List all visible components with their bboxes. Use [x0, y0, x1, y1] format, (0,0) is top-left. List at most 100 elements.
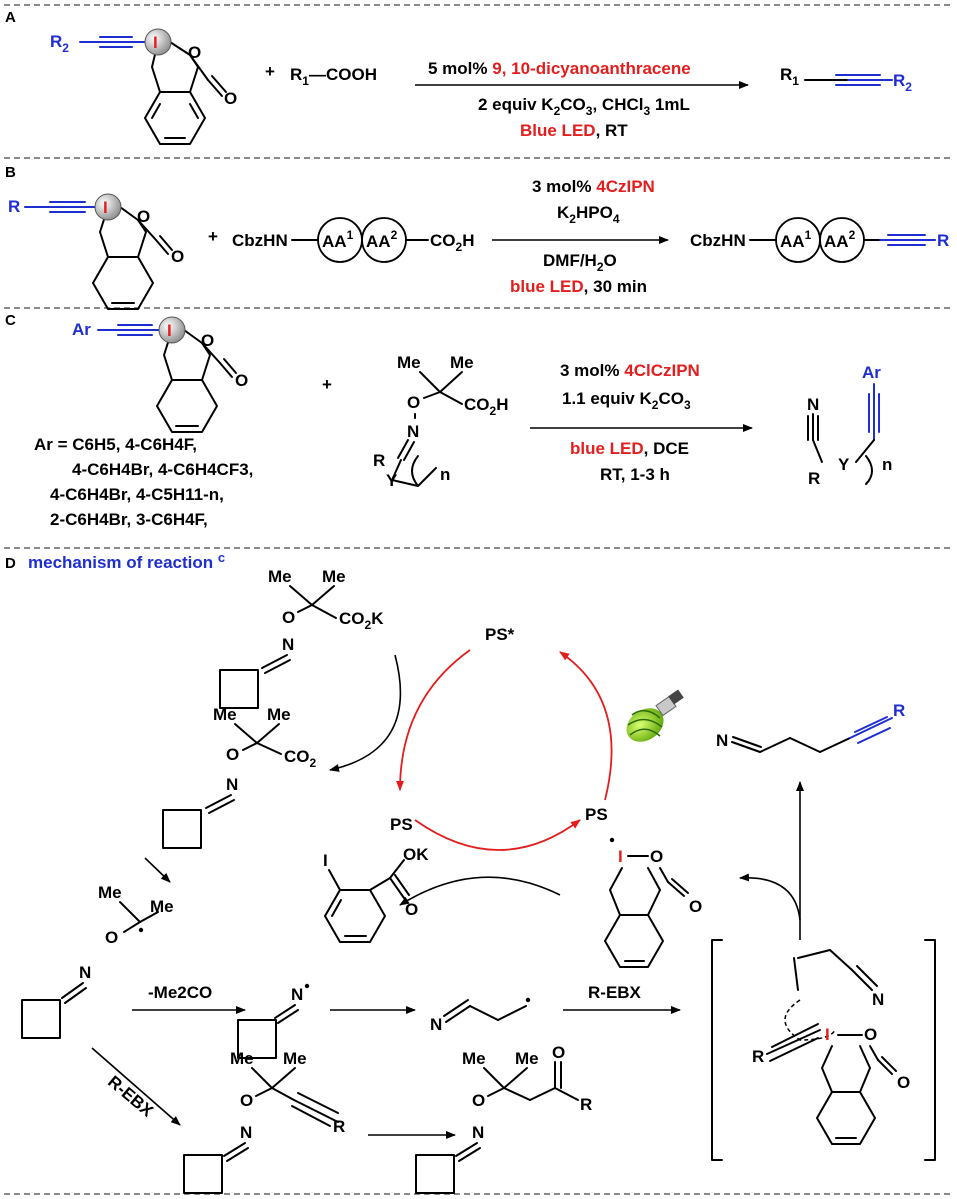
- svg-text:Ar: Ar: [862, 363, 881, 382]
- svg-text:DMF/H2O: DMF/H2O: [543, 251, 617, 274]
- panel-c-ebx-reagent: Ar I O O: [72, 316, 248, 433]
- svg-text:RT, 1-3 h: RT, 1-3 h: [600, 465, 670, 484]
- svg-text:O: O: [188, 43, 201, 62]
- svg-text:N: N: [240, 1123, 252, 1142]
- ps-reduced: PS: [390, 815, 413, 834]
- svg-text:Me: Me: [515, 1049, 539, 1068]
- panel-a-acid: R1—COOH: [290, 65, 377, 88]
- panel-c-conditions: 3 mol% 4ClCzIPN 1.1 equiv K2CO3 blue LED…: [530, 361, 753, 484]
- svg-text:N: N: [872, 990, 884, 1009]
- svg-text:Me: Me: [267, 705, 291, 724]
- svg-text:CO2: CO2: [284, 747, 317, 770]
- mech-iodanyl-radical: I O O: [604, 837, 702, 968]
- panel-label-b: B: [5, 164, 16, 181]
- panel-label-a: A: [5, 9, 16, 26]
- svg-text:N: N: [79, 963, 91, 982]
- svg-text:R: R: [8, 197, 20, 216]
- svg-text:R2: R2: [893, 71, 912, 94]
- svg-text:4-C6H4Br, 4-C5H11-n,: 4-C6H4Br, 4-C5H11-n,: [50, 485, 224, 504]
- svg-text:Ar = C6H5, 4-C6H4F,: Ar = C6H5, 4-C6H4F,: [34, 435, 197, 454]
- panel-a-product-alkyne: R1 R2: [780, 65, 912, 94]
- svg-text:N: N: [407, 422, 419, 441]
- svg-text:AA1: AA1: [780, 228, 812, 251]
- svg-text:5 mol% 9, 10-dicyanoanthracene: 5 mol% 9, 10-dicyanoanthracene: [428, 59, 691, 78]
- mech-iminyl-radical: N: [237, 983, 310, 1059]
- svg-text:N: N: [716, 731, 728, 750]
- mechanism-title: mechanism of reaction c: [28, 550, 225, 572]
- svg-text:Me: Me: [98, 883, 122, 902]
- svg-text:OK: OK: [403, 845, 429, 864]
- svg-text:O: O: [864, 1025, 877, 1044]
- mech-cyanoalkyl-radical: N: [430, 997, 531, 1034]
- svg-text:Me: Me: [450, 353, 474, 372]
- svg-text:CO2K: CO2K: [339, 609, 384, 632]
- svg-text:N: N: [807, 395, 819, 414]
- panel-b-ebx-reagent: R I O O: [8, 193, 184, 310]
- svg-text:blue LED, 30 min: blue LED, 30 min: [510, 277, 647, 296]
- svg-text:n: n: [440, 465, 450, 484]
- svg-text:O: O: [201, 331, 214, 350]
- svg-text:N: N: [282, 635, 294, 654]
- svg-text:N: N: [472, 1123, 484, 1142]
- svg-text:O: O: [407, 393, 420, 412]
- svg-text:O: O: [226, 745, 239, 764]
- svg-text:N: N: [226, 775, 238, 794]
- label-minus-acetone: -Me2CO: [148, 983, 212, 1002]
- mech-alkoxyl-radical: Me Me O N: [21, 883, 174, 1039]
- svg-text:O: O: [472, 1091, 485, 1110]
- svg-text:Me: Me: [268, 567, 292, 586]
- svg-text:O: O: [552, 1043, 565, 1062]
- arrow-rebx-direct: [91, 1047, 181, 1126]
- svg-text:3 mol% 4ClCzIPN: 3 mol% 4ClCzIPN: [560, 361, 700, 380]
- svg-text:Y: Y: [386, 471, 398, 490]
- svg-text:I: I: [323, 851, 328, 870]
- panel-b-dipeptide-acid: CbzHN AA1 AA2 CO2H: [232, 217, 474, 263]
- panel-b-conditions: 3 mol% 4CzIPN K2HPO4 DMF/H2O blue LED, 3…: [492, 177, 669, 296]
- svg-text:I: I: [167, 321, 172, 340]
- mech-carboxyl-radical: Me Me CO2 O N: [162, 705, 317, 849]
- svg-text:R: R: [373, 451, 385, 470]
- mech-propargyl-ether: Me Me R O N: [183, 1049, 345, 1194]
- svg-text:Me: Me: [150, 897, 174, 916]
- svg-text:I: I: [153, 33, 158, 52]
- svg-text:2 equiv K2CO3, CHCl3 1mL: 2 equiv K2CO3, CHCl3 1mL: [478, 95, 690, 118]
- svg-text:CbzHN: CbzHN: [690, 231, 746, 250]
- label-rebx-2: R-EBX: [104, 1072, 157, 1121]
- panel-a-conditions: 5 mol% 9, 10-dicyanoanthracene 2 equiv K…: [415, 59, 749, 140]
- svg-text:O: O: [235, 371, 248, 390]
- svg-text:Me: Me: [322, 567, 346, 586]
- panel-a-ebx-reagent: R2 I O O: [50, 28, 237, 145]
- svg-text:R1: R1: [780, 65, 799, 88]
- svg-text:Me: Me: [397, 353, 421, 372]
- svg-text:O: O: [105, 928, 118, 947]
- svg-text:blue LED, DCE: blue LED, DCE: [570, 439, 689, 458]
- svg-text:Me: Me: [230, 1049, 254, 1068]
- svg-text:2-C6H4Br, 3-C6H4F,: 2-C6H4Br, 3-C6H4F,: [50, 510, 208, 529]
- photocatalytic-cycle: PS* PS PS: [329, 625, 684, 906]
- svg-text:N: N: [430, 1015, 442, 1034]
- svg-text:I: I: [825, 1025, 830, 1044]
- svg-text:I: I: [618, 847, 623, 866]
- svg-text:O: O: [137, 207, 150, 226]
- panel-c-product: Ar N R Y n: [807, 363, 892, 488]
- svg-text:Me: Me: [283, 1049, 307, 1068]
- svg-text:R: R: [937, 231, 949, 250]
- mech-iodobenzoate: I OK O: [323, 845, 429, 943]
- svg-text:CbzHN: CbzHN: [232, 231, 288, 250]
- svg-text:AA1: AA1: [322, 228, 354, 251]
- svg-text:O: O: [650, 847, 663, 866]
- label-rebx-1: R-EBX: [588, 983, 642, 1002]
- svg-text:3 mol% 4CzIPN: 3 mol% 4CzIPN: [532, 177, 655, 196]
- mech-carboxylate-salt: Me Me CO2K O N: [219, 567, 384, 709]
- svg-text:I: I: [103, 198, 108, 217]
- panel-b-plus: +: [208, 227, 218, 246]
- svg-text:R: R: [333, 1117, 345, 1136]
- panel-a-plus: +: [265, 62, 275, 81]
- svg-text:Me: Me: [462, 1049, 486, 1068]
- arrow-decarboxylation: [144, 857, 171, 883]
- svg-text:O: O: [405, 900, 418, 919]
- svg-text:Blue LED, RT: Blue LED, RT: [520, 121, 628, 140]
- svg-text:1.1 equiv K2CO3: 1.1 equiv K2CO3: [562, 389, 691, 412]
- mech-ketone: Me Me O R O N: [415, 1043, 592, 1194]
